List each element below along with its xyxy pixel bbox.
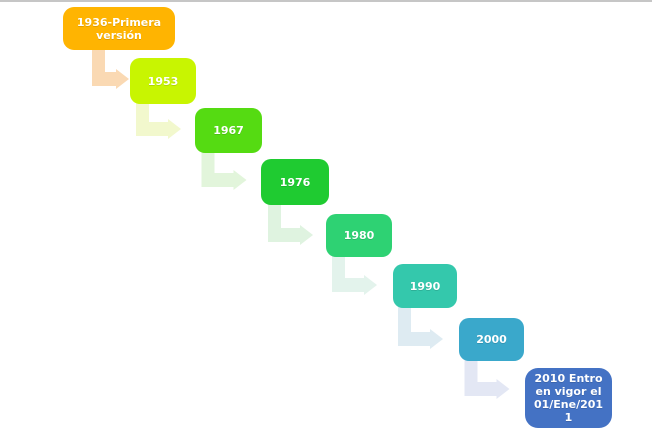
timeline-box-2010[interactable]: 2010 Entro en vigor el 01/Ene/2011 (525, 368, 612, 428)
timeline-box-label: 2000 (476, 333, 507, 346)
timeline-box-label: 1976 (279, 175, 311, 189)
connector-arrow-1976-to-1980 (268, 203, 313, 245)
timeline-box-1967[interactable]: 1967 (195, 108, 262, 153)
timeline-box-label: 1953 (147, 74, 179, 88)
timeline-box-1936[interactable]: 1936-Primera versión (63, 7, 175, 50)
connector-arrow-1980-to-1990 (332, 255, 377, 295)
timeline-box-1976[interactable]: 1976 (261, 159, 329, 205)
connector-arrow-1990-to-2000 (398, 306, 443, 349)
timeline-box-label: 1980 (343, 229, 375, 242)
timeline-box-1990[interactable]: 1990 (393, 264, 457, 308)
connector-arrow-1953-to-1967 (136, 102, 181, 139)
timeline-box-2000[interactable]: 2000 (459, 318, 524, 361)
window-top-border (0, 0, 652, 2)
timeline-box-label: 1936-Primera versión (76, 15, 162, 42)
timeline-box-1980[interactable]: 1980 (326, 214, 392, 257)
timeline-box-label: 1967 (213, 124, 244, 137)
connector-arrow-2000-to-2010 (464, 359, 510, 399)
timeline-box-label: 1990 (409, 279, 441, 293)
timeline-box-1953[interactable]: 1953 (130, 58, 196, 104)
connector-arrow-1967-to-1976 (201, 151, 247, 190)
timeline-box-label: 2010 Entro en vigor el 01/Ene/2011 (533, 372, 604, 424)
connector-arrow-1936-to-1953 (92, 48, 129, 89)
